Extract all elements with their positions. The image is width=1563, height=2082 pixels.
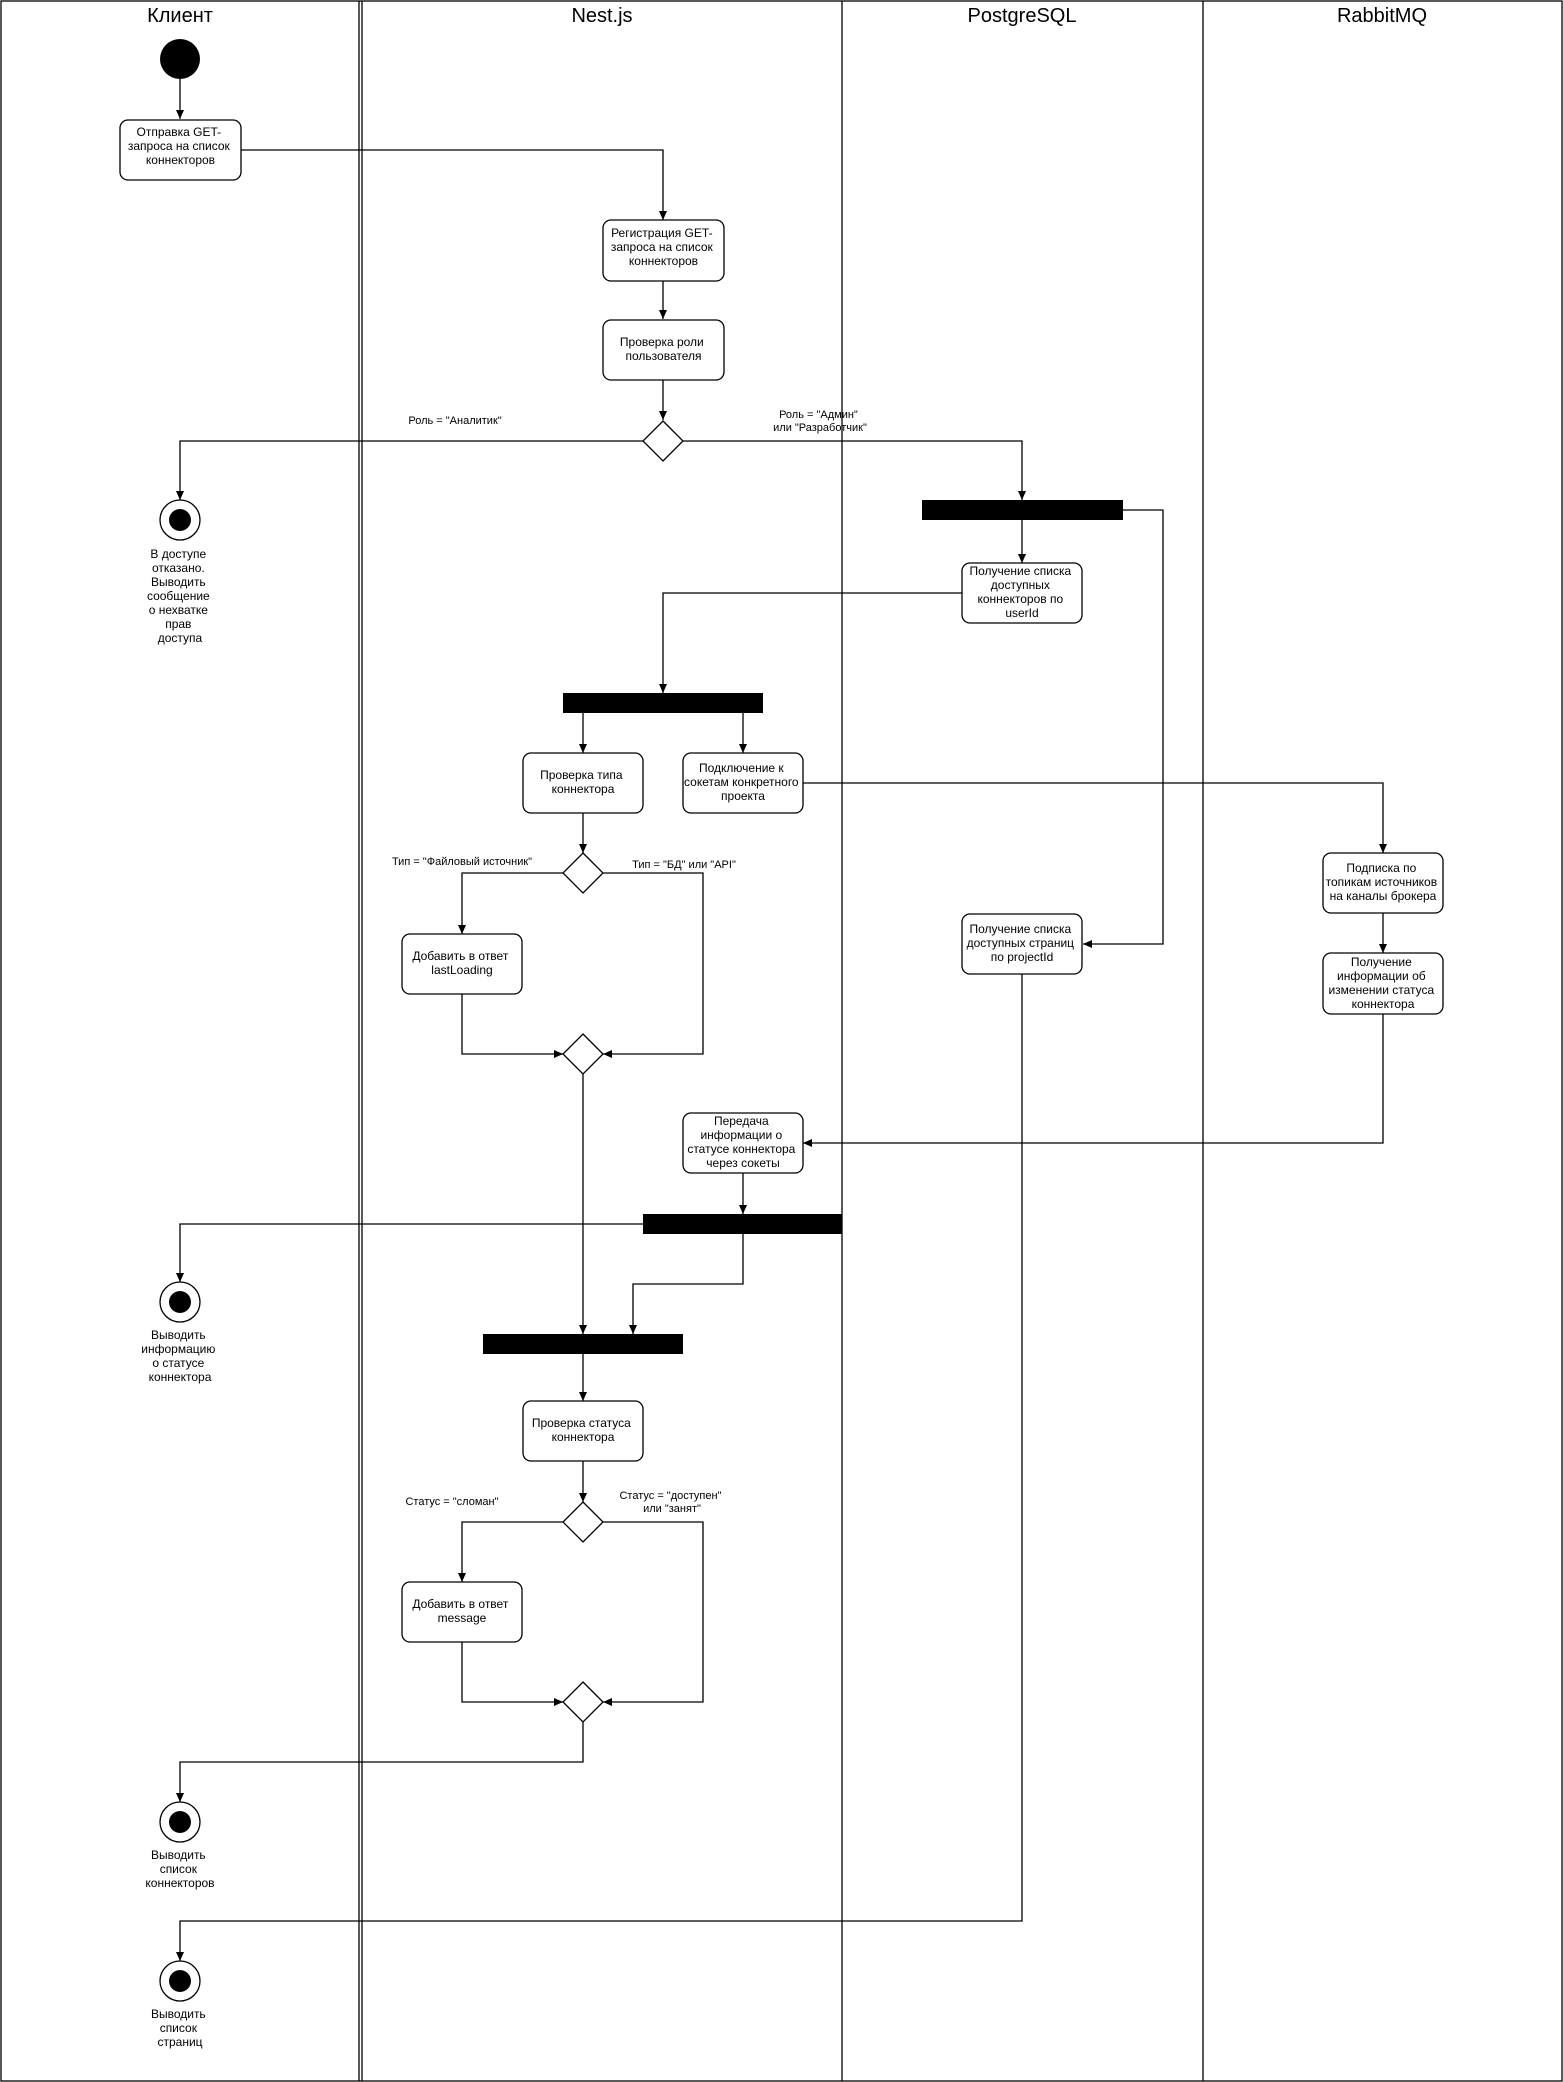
action-send-get: Отправка GET- запроса на список коннекто… [128,125,233,167]
action-get-connectors: Получение списка доступных коннекторов п… [969,564,1074,620]
action-box [119,119,242,181]
sync-bars [483,500,1123,1354]
action-box [682,1112,804,1174]
edge [603,872,704,1058]
edge [461,994,563,1058]
end-label-access-denied: В доступе отказано. Выводить сообщение о… [147,547,213,645]
action-box [1322,852,1444,914]
edge [1083,509,1164,948]
guard-type-db-api: Тип = "БД" или "API" [632,859,736,871]
edge [176,974,1023,1961]
action-subscribe-topics: Подписка по топикам источников на каналы… [1326,861,1441,903]
action-box [1322,952,1444,1015]
guard-status-ok: Статус = "доступен" или "занят" [619,1490,724,1515]
edge [659,592,962,693]
edge [176,1223,643,1282]
action-box [961,913,1083,975]
sync-bar [922,500,1123,520]
edge [176,1722,584,1802]
end-label-status-info: Выводить информацию о статусе коннектора [141,1328,218,1384]
end-label-connector-list: Выводить список коннекторов [145,1848,214,1890]
action-get-pages: Получение списка доступных страниц по pr… [967,922,1078,964]
end-node-core [169,1811,191,1833]
action-box [682,752,804,814]
edge [241,149,667,220]
action-check-role: Проверка роли пользователя [620,335,707,363]
action-send-status: Передача информации о статусе коннектора… [687,1114,798,1170]
edge [458,1521,563,1582]
lane-title-postgres: PostgreSQL [968,5,1077,27]
edges [176,79,1387,1961]
guard-role-analyst: Роль = "Аналитик" [408,415,501,427]
guard-type-file: Тип = "Файловый источник" [392,856,532,868]
guard-status-broken: Статус = "сломан" [405,1496,498,1508]
edge [629,1234,744,1334]
action-box [602,219,725,282]
start-node [160,39,200,79]
action-box [401,933,523,995]
edge [683,440,1026,500]
guard-role-admin: Роль = "Админ" или "Разработчик" [773,409,867,434]
action-box [522,752,644,814]
end-nodes: В доступе отказано. Выводить сообщение о… [141,499,218,2049]
action-box [602,319,725,381]
edge [603,1521,704,1706]
merge-type [562,1033,604,1075]
sync-bar [563,693,763,713]
end-label-page-list: Выводить список страниц [151,2007,209,2049]
sync-bar [643,1214,842,1234]
action-register-get: Регистрация GET- запроса на список конне… [611,226,716,268]
sync-bar [483,1334,683,1354]
end-node-core [169,509,191,531]
decisions [562,420,684,1723]
decision-type [562,852,604,894]
edge [803,782,1387,853]
action-check-type: Проверка типа коннектора [540,768,626,796]
edge [458,872,563,934]
edge [803,1014,1384,1147]
actions: Отправка GET- запроса на список коннекто… [119,119,1444,1643]
action-box [961,562,1083,624]
action-box [401,1581,523,1643]
decision-status [562,1501,604,1543]
merge-status [562,1681,604,1723]
end-node-core [169,1970,191,1992]
lane-title-rabbitmq: RabbitMQ [1337,5,1427,27]
action-add-message: Добавить в ответ message [412,1597,511,1625]
action-check-status: Проверка статуса коннектора [532,1416,634,1444]
action-receive-status: Получение информации об изменении статус… [1328,955,1437,1011]
edge [176,440,643,500]
decision-role [642,420,684,462]
action-connect-sockets: Подключение к сокетам конкретного проект… [684,761,802,803]
edge-labels: Роль = "Аналитик" Роль = "Админ" или "Ра… [392,409,867,1515]
lane-title-client: Клиент [147,5,213,27]
end-node-core [169,1291,191,1313]
lane-title-nest: Nest.js [571,5,632,27]
edge [461,1642,563,1706]
action-box [522,1400,644,1462]
action-add-lastloading: Добавить в ответ lastLoading [412,949,511,977]
